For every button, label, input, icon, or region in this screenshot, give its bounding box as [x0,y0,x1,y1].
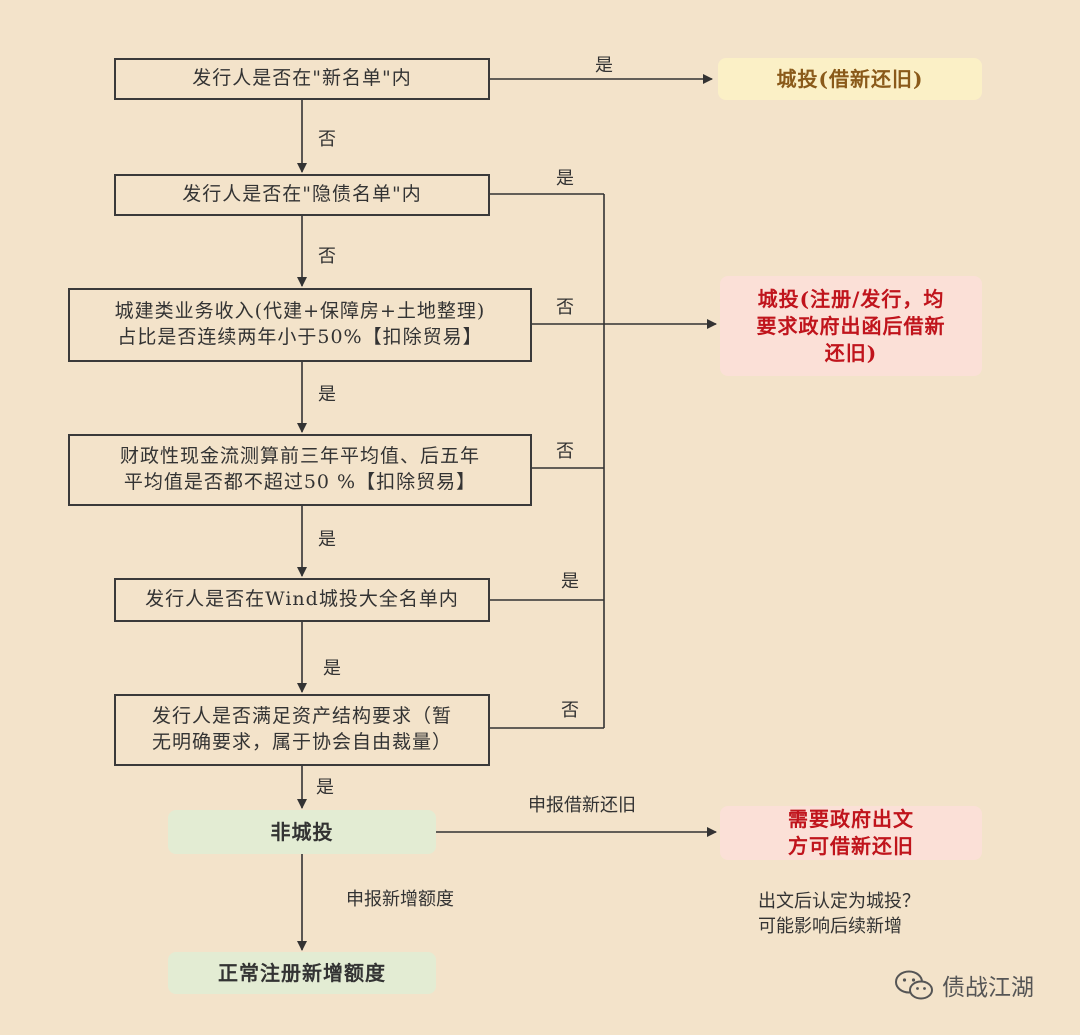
label-report-new: 申报新增额度 [346,889,454,910]
decision-construction-revenue: 城建类业务收入(代建+保障房+土地整理) 占比是否连续两年小于50%【扣除贸易】 [68,288,532,362]
result-non-chengtou: 非城投 [168,810,436,854]
label-q1-no: 否 [318,129,336,150]
label-q2-no: 否 [318,246,336,267]
label-q3-yes: 是 [318,384,336,405]
decision-fiscal-cashflow: 财政性现金流测算前三年平均值、后五年 平均值是否都不超过50 %【扣除贸易】 [68,434,532,506]
note-text: 出文后认定为城投？ 可能影响后续新增 [758,891,920,938]
label-q3-no: 否 [556,297,574,318]
decision-asset-structure: 发行人是否满足资产结构要求（暂 无明确要求，属于协会自由裁量） [114,694,490,766]
watermark-text: 债战江湖 [942,975,1034,1001]
label-q6-yes: 是 [316,777,334,798]
decision-wind-list: 发行人是否在Wind城投大全名单内 [114,578,490,622]
label-q4-no: 否 [556,441,574,462]
label-q4-yes: 是 [318,529,336,550]
label-q1-yes: 是 [595,55,613,76]
result-chengtou-gov-letter: 城投(注册/发行，均 要求政府出函后借新 还旧) [720,276,982,376]
result-gov-document-required: 需要政府出文 方可借新还旧 [720,806,982,860]
label-q2-yes: 是 [556,168,574,189]
result-normal-registration: 正常注册新增额度 [168,952,436,994]
label-report-rollover: 申报借新还旧 [528,795,636,816]
wechat-icon [895,970,933,1000]
result-chengtou-rollover: 城投(借新还旧) [718,58,982,100]
label-q5-yes: 是 [323,658,341,679]
watermark: 债战江湖 [894,968,1034,1002]
decision-hidden-debt-list: 发行人是否在"隐债名单"内 [114,174,490,216]
decision-new-list: 发行人是否在"新名单"内 [114,58,490,100]
label-q6-no: 否 [561,700,579,721]
label-q5-right: 是 [561,571,579,592]
